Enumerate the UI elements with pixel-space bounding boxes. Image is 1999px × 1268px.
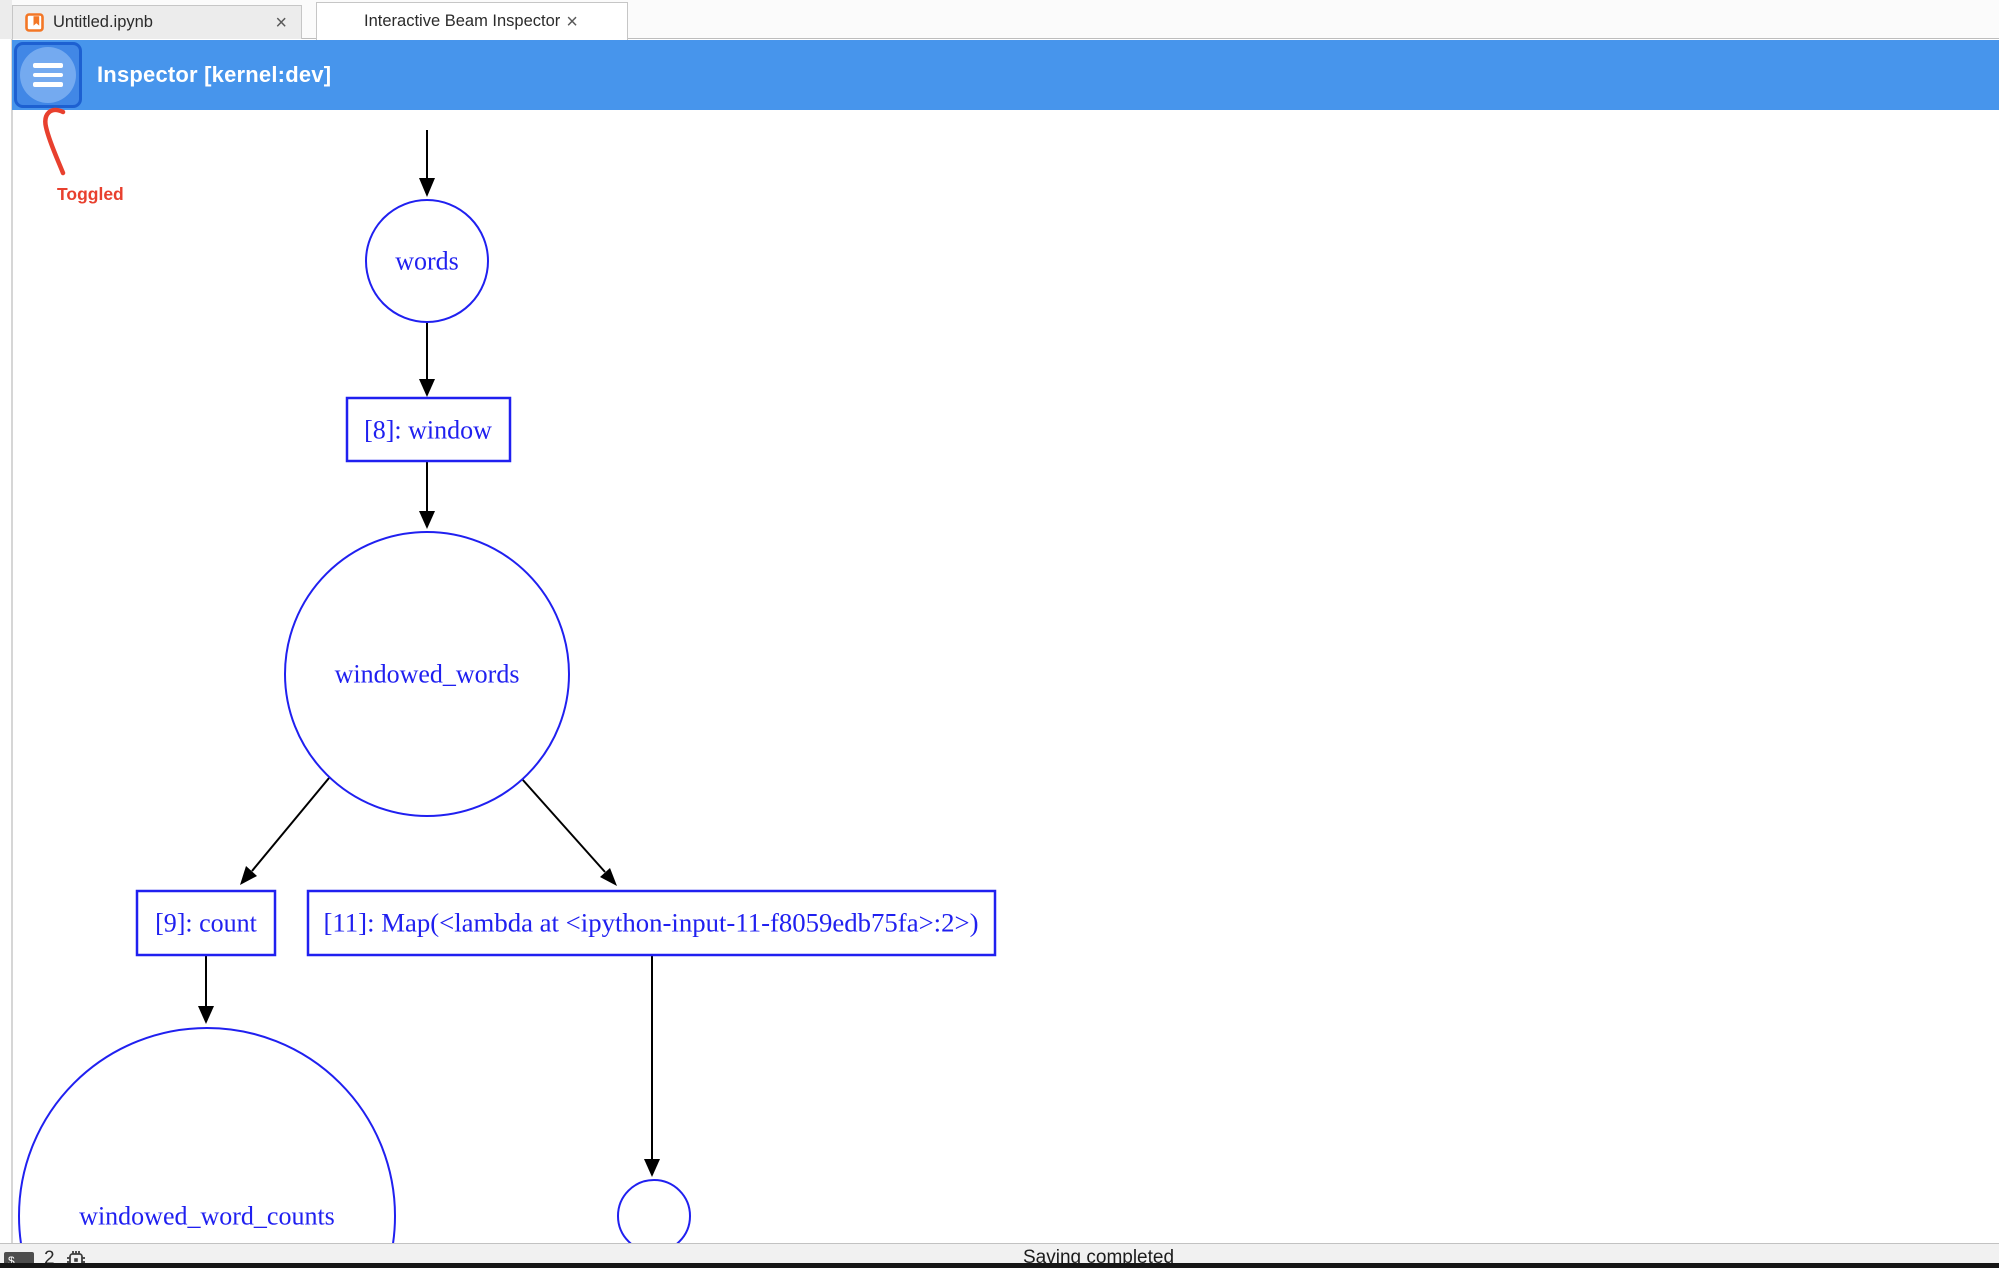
terminal-count: 2 bbox=[44, 1248, 55, 1268]
close-icon[interactable]: × bbox=[566, 10, 578, 33]
annotation-toggled-label: Toggled bbox=[57, 184, 124, 204]
tab-untitled-notebook[interactable]: Untitled.ipynb × bbox=[12, 5, 302, 39]
node-label: [9]: count bbox=[155, 909, 258, 938]
node-words[interactable]: words bbox=[365, 199, 489, 323]
notebook-icon bbox=[25, 13, 44, 32]
node-label: windowed_words bbox=[335, 660, 520, 689]
menu-toggle-button[interactable] bbox=[14, 42, 82, 108]
tab-title: Interactive Beam Inspector bbox=[364, 12, 561, 30]
annotation-arrow bbox=[43, 107, 66, 176]
node-label: [11]: Map(<lambda at <ipython-input-11-f… bbox=[324, 909, 979, 938]
close-icon[interactable]: × bbox=[275, 11, 287, 34]
node-label: [8]: window bbox=[364, 416, 492, 445]
hamburger-icon bbox=[20, 47, 76, 103]
node-anonymous-pcollection[interactable] bbox=[617, 1179, 691, 1243]
node-map-lambda-transform[interactable]: [11]: Map(<lambda at <ipython-input-11-f… bbox=[306, 889, 997, 957]
status-message: Saving completed bbox=[1023, 1247, 1175, 1268]
tab-bar-gutter bbox=[0, 0, 12, 39]
tab-interactive-beam-inspector[interactable]: Interactive Beam Inspector × bbox=[316, 2, 628, 40]
graph-edges bbox=[198, 130, 660, 1177]
node-window-transform[interactable]: [8]: window bbox=[345, 396, 512, 463]
tab-bar: Untitled.ipynb × Interactive Beam Inspec… bbox=[0, 0, 1999, 40]
panel-left-border bbox=[11, 39, 13, 1243]
node-windowed-word-counts[interactable]: windowed_word_counts bbox=[18, 1027, 396, 1243]
node-count-transform[interactable]: [9]: count bbox=[135, 889, 277, 957]
node-windowed-words[interactable]: windowed_words bbox=[284, 531, 570, 817]
node-label: windowed_word_counts bbox=[79, 1202, 335, 1231]
node-label: words bbox=[395, 247, 459, 276]
screen-bottom-edge bbox=[0, 1263, 1999, 1268]
inspector-title: Inspector [kernel:dev] bbox=[97, 62, 332, 87]
inspector-header: Inspector [kernel:dev] bbox=[12, 40, 1999, 110]
